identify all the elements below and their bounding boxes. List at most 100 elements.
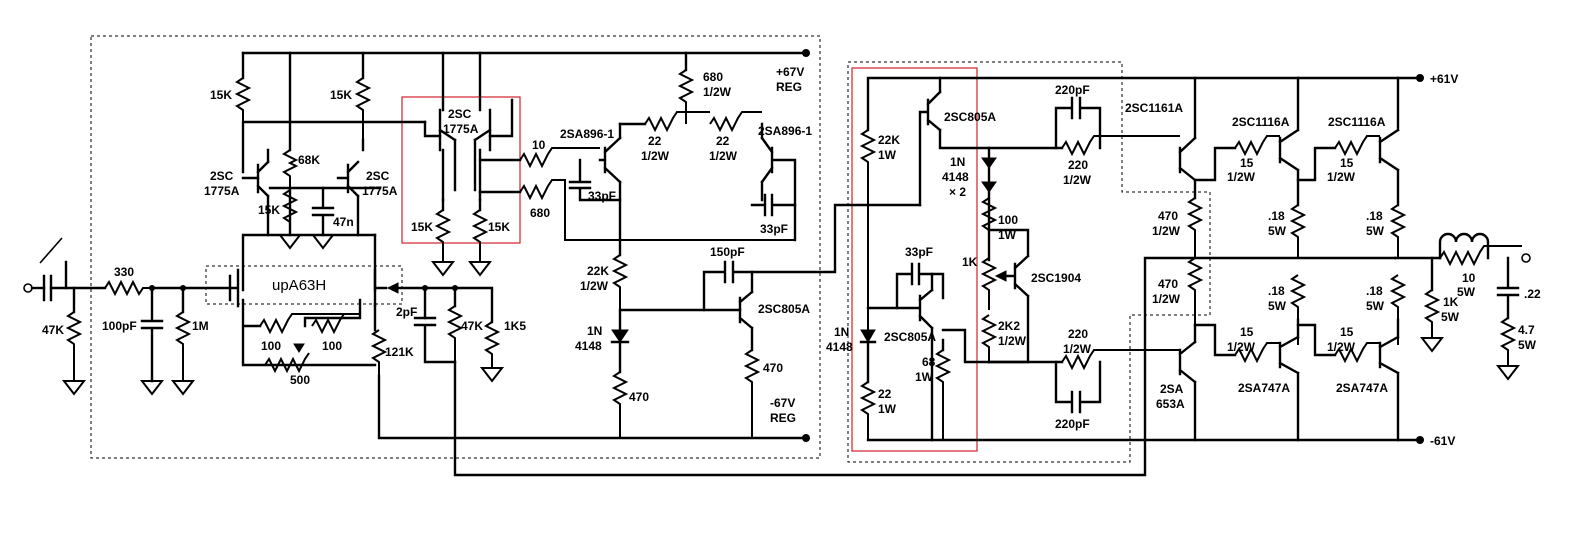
ground-symbol [479,367,505,383]
label-470-top-line1: 470 [1158,209,1178,223]
resistor-47-5w [1499,317,1517,366]
label-22k-1w-line2: 1W [878,148,897,162]
label-q2-line1: 2SC [366,169,390,183]
label-220-top-line2: 1/2W [1063,173,1092,187]
pos67-rail-label-1: +67V [776,65,804,79]
capacitor-33pf-vas-b [750,193,797,217]
label-2sc1161a: 2SC1161A [1125,101,1183,115]
resistor-1m [174,311,192,381]
label-33pf-vas-b: 33pF [760,222,788,236]
label-22k-vas-line2: 1/2W [580,279,609,293]
label-1k-5w-line2: 5W [1441,310,1460,324]
capacitor-2pf [413,316,457,364]
input-jack [23,237,107,302]
resistor-100-left [259,313,345,335]
label-018-1-line2: 5W [1268,224,1287,238]
label-33pf-driver: 33pF [905,245,933,259]
label-470-out: 470 [763,361,783,375]
label-15k-dual-right: 15K [488,220,510,234]
label-15-top-2-line1: 15 [1340,156,1354,170]
resistor-680-b [519,179,795,241]
driver-highlight [851,67,978,452]
label-018-3-line2: 5W [1268,299,1287,313]
resistor-15k-mid [281,189,299,235]
resistor-470-bot [1186,257,1204,325]
label-22b-line1: 22 [716,134,730,148]
label-22-1w-line1: 22 [878,387,892,401]
label-220-top-line1: 220 [1068,158,1088,172]
resistor-15-bot-2 [1334,342,1380,364]
label-2pf: 2pF [396,305,417,319]
resistor-470-vas [611,371,629,438]
output-inductor [1438,232,1490,260]
label-33pf-vas-a: 33pF [588,189,616,203]
label-220-bot-line1: 220 [1068,327,1088,341]
label-2sa653a-line1: 2SA [1160,382,1184,396]
diode-1n4148-driver [860,329,876,343]
label-q2-line2: 1775A [362,184,398,198]
pos61-rail-label: +61V [1430,72,1458,86]
resistor-15-top-2 [1334,135,1380,157]
label-15-top-1-line2: 1/2W [1227,170,1256,184]
label-qdual-line2: 1775A [443,122,479,136]
label-22b-line2: 1/2W [709,149,738,163]
resistor-10-5w [1439,245,1522,267]
resistor-15-bot-1 [1234,342,1280,364]
resistor-220-top [1061,135,1180,157]
label-100-left: 100 [261,339,281,353]
pos67-rail-label-2: REG [776,80,802,94]
label-15-top-2-line2: 1/2W [1327,170,1356,184]
resistor-018-3 [1289,274,1307,345]
resistor-018-1 [1289,204,1307,258]
label-47n: 47n [333,215,354,229]
label-121k: 121K [385,345,414,359]
resistor-220-bot [1061,349,1180,371]
speaker-output-terminal [1521,253,1531,263]
driver-module-boundary [847,61,1211,463]
label-2sc1116a-2: 2SC1116A [1328,115,1386,129]
resistor-470-top [1186,197,1204,258]
label-220-bot-line2: 1/2W [1063,342,1092,356]
resistor-10 [519,147,600,169]
label-330: 330 [114,265,134,279]
label-15-top-1-line1: 15 [1240,156,1254,170]
label-2sa747a-1: 2SA747A [1238,381,1290,395]
label-150pf: 150pF [710,245,745,259]
opamp-label: upA63H [272,277,326,294]
label-470-top-line2: 1/2W [1152,224,1181,238]
label-10: 10 [532,138,546,152]
label-1n4148-driver-line1: 1N [834,325,849,339]
resistor-22-1w [859,381,877,440]
capacitor-100pf [140,286,164,383]
ground-symbol [1495,365,1521,381]
label-1k5: 1K5 [504,319,526,333]
label-15-bot-2-line1: 15 [1340,325,1354,339]
ground-symbol [277,234,303,250]
dual-transistor-highlight [401,96,521,244]
label-15k-dual-left: 15K [411,220,433,234]
label-2sa896-a: 2SA896-1 [560,127,614,141]
label-1n4148x2-line3: × 2 [949,185,966,199]
ground-symbol [1419,337,1445,353]
label-68-1w-line1: 68 [922,355,936,369]
resistor-1k5 [483,321,501,368]
label-470-bot-line1: 470 [1158,277,1178,291]
neg67-rail-label-1: -67V [770,396,795,410]
label-470-bot-line2: 1/2W [1152,292,1181,306]
label-1n4148x2-line1: 1N [950,155,965,169]
label-018-2-line2: 5W [1366,224,1385,238]
label-68-1w-line2: 1W [915,370,934,384]
resistor-22k-1w [859,129,877,330]
resistor-1k-5w [1423,289,1441,338]
label-15k-left: 15K [210,88,232,102]
label-1n4148-vas-line2: 4148 [575,339,602,353]
label-018-1-line1: .18 [1268,209,1285,223]
label-100-1w-line1: 100 [998,213,1018,227]
neg61-rail-label: -61V [1430,434,1455,448]
label-1n4148-vas-line1: 1N [587,324,602,338]
ground-symbol [467,261,493,277]
label-2sc805a-vas: 2SC805A [758,302,810,316]
label-qdual-line1: 2SC [448,107,472,121]
resistor-470-out [743,349,761,438]
